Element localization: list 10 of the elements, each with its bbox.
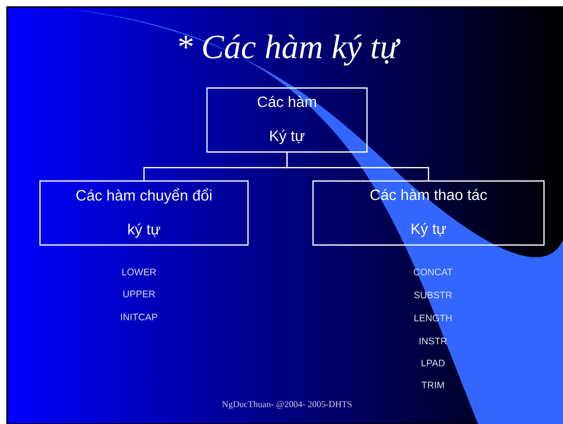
function-name: TRIM — [422, 382, 444, 388]
category-box: Các hàm Ký tự — [206, 87, 368, 153]
footer-text: NgDucThuan- @2004- 2005-DHTS — [222, 400, 352, 410]
slide-title: * Các hàm ký tự — [179, 34, 400, 66]
function-name: LOWER — [122, 268, 156, 276]
function-name: INITCAP — [121, 314, 158, 320]
tree-connector — [286, 152, 430, 180]
function-name: UPPER — [123, 290, 155, 298]
function-name: LPAD — [422, 360, 445, 366]
category-box: Các hàm chuyển đổi ký tự — [39, 180, 249, 246]
